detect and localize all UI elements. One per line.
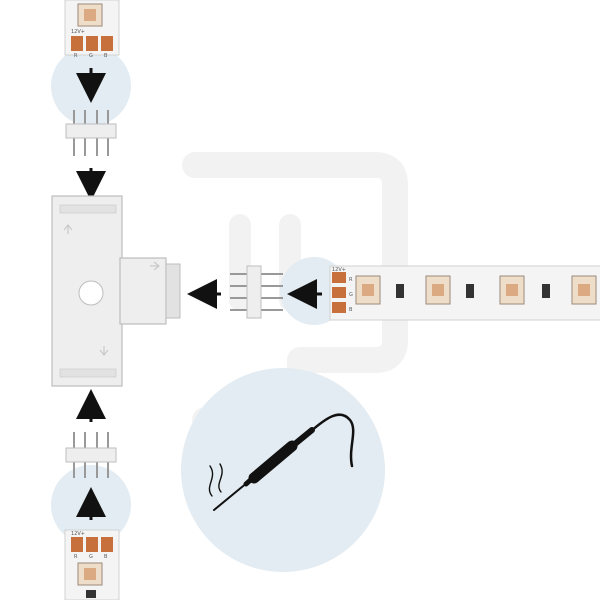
pad-label-g: G xyxy=(89,53,93,59)
pad-label-r: R xyxy=(74,53,78,59)
pad-label-g: G xyxy=(89,554,93,560)
pin-header-right xyxy=(230,265,283,319)
pad-label-power: 12V+ xyxy=(332,267,346,273)
led-strip-bottom: 12V+ R G B xyxy=(64,529,120,600)
pad-label-r: R xyxy=(349,277,353,283)
mounting-hole xyxy=(78,280,104,306)
led-chip xyxy=(499,275,525,305)
smoke xyxy=(218,463,223,493)
smd-resistor xyxy=(466,284,474,298)
pad-label-r: R xyxy=(74,554,78,560)
pin-header-top xyxy=(65,110,117,156)
smd-resistor xyxy=(542,284,550,298)
led-chip xyxy=(77,562,103,586)
led-strip-top: 12V+ R G B xyxy=(64,0,120,59)
copper-pad xyxy=(332,302,346,313)
led-chip xyxy=(77,3,103,27)
smd-resistor xyxy=(86,590,96,598)
soldering-iron-icon xyxy=(208,413,355,511)
pad-label-power: 12V+ xyxy=(71,531,85,537)
copper-pad xyxy=(71,36,83,51)
led-chip xyxy=(425,275,451,305)
led-chip xyxy=(355,275,381,305)
copper-pad xyxy=(86,537,98,552)
copper-pad xyxy=(101,537,113,552)
pad-label-power: 12V+ xyxy=(71,29,85,35)
t-connector xyxy=(51,195,181,387)
led-chip xyxy=(571,275,597,305)
soldering-circle xyxy=(181,368,385,572)
smd-resistor xyxy=(396,284,404,298)
copper-pad xyxy=(332,272,346,283)
smoke xyxy=(208,465,214,497)
copper-pad xyxy=(71,537,83,552)
pin-header-bottom xyxy=(65,432,117,478)
pad-label-g: G xyxy=(349,292,353,298)
copper-pad xyxy=(101,36,113,51)
pad-label-b: B xyxy=(104,53,108,59)
pad-label-b: B xyxy=(349,307,353,313)
pad-label-b: B xyxy=(104,554,108,560)
copper-pad xyxy=(332,287,346,298)
copper-pad xyxy=(86,36,98,51)
led-strip-right: 12V+ R G B xyxy=(329,265,600,321)
